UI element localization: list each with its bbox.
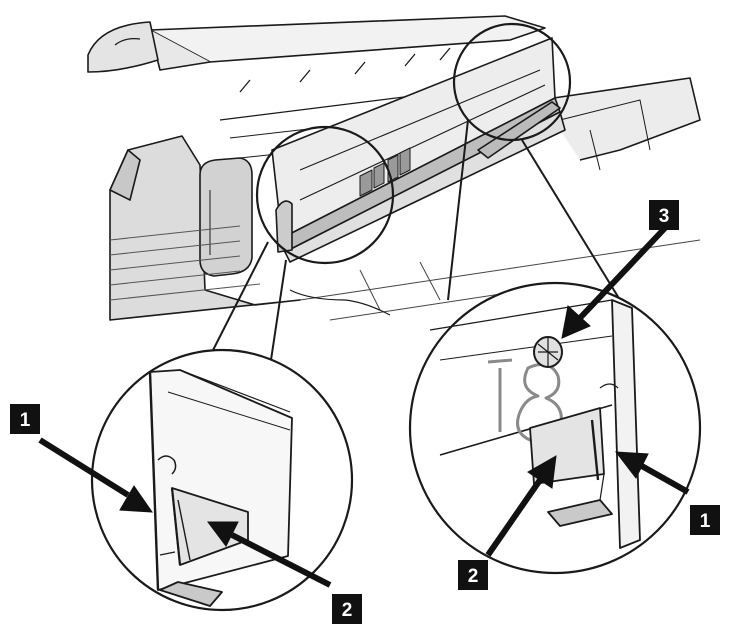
left-magnified-view bbox=[90, 348, 354, 612]
arrow-left-2 bbox=[207, 521, 332, 588]
callout-left-1: 1 bbox=[10, 404, 40, 434]
callout-right-1: 1 bbox=[690, 505, 720, 535]
callout-label: 2 bbox=[342, 600, 353, 621]
callout-right-2: 2 bbox=[458, 560, 488, 590]
arrow-right-2 bbox=[485, 455, 557, 557]
arrow-left-1 bbox=[38, 437, 153, 513]
right-detail-circle bbox=[452, 22, 572, 142]
arrow-right-1 bbox=[614, 451, 690, 495]
callout-label: 2 bbox=[468, 566, 479, 587]
callout-label: 3 bbox=[659, 206, 670, 227]
arrow-right-3 bbox=[561, 225, 668, 339]
callout-label: 1 bbox=[700, 511, 711, 532]
arrows bbox=[38, 225, 690, 588]
callout-right-3: 3 bbox=[649, 200, 679, 230]
detail-circles bbox=[255, 22, 572, 265]
callout-label: 1 bbox=[20, 410, 31, 431]
callout-left-2: 2 bbox=[332, 594, 362, 624]
right-magnified-view bbox=[408, 281, 702, 575]
left-detail-circle bbox=[255, 125, 395, 265]
printer-body bbox=[87, 15, 701, 321]
